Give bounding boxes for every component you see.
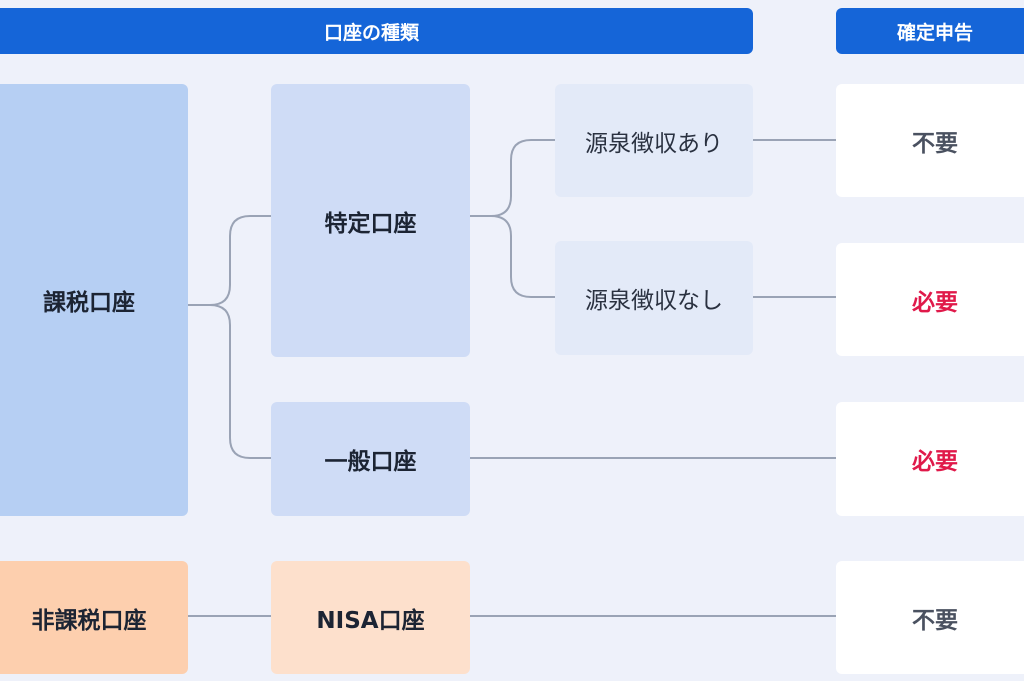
node-withholding-no: 源泉徴収なし (555, 241, 753, 355)
result-withholding-yes: 不要 (836, 84, 1024, 197)
connector-taxable-tokutei (188, 215, 271, 306)
result-withholding-no: 必要 (836, 243, 1024, 356)
node-tokutei-account: 特定口座 (271, 84, 470, 357)
node-general-account: 一般口座 (271, 402, 470, 516)
connector-taxable-general (209, 304, 271, 459)
connector-tokutei-no (490, 215, 555, 298)
result-nisa: 不要 (836, 561, 1024, 674)
connector-tokutei-yes (470, 139, 555, 217)
result-general: 必要 (836, 402, 1024, 516)
header-tax-return: 確定申告 (836, 8, 1024, 54)
node-non-taxable-account: 非課税口座 (0, 561, 188, 674)
node-nisa-account: NISA口座 (271, 561, 470, 674)
node-withholding-yes: 源泉徴収あり (555, 84, 753, 197)
header-account-types: 口座の種類 (0, 8, 753, 54)
node-taxable-account: 課税口座 (0, 84, 188, 516)
